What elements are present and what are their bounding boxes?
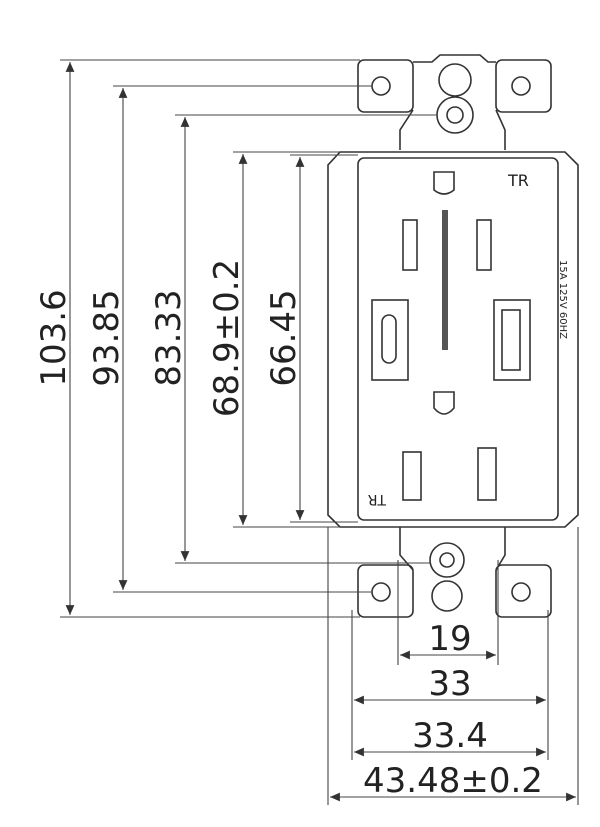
vertical-dimensions: 103.6 93.85 83.33 68.9±0.2 66.45	[34, 62, 305, 615]
receptacle-body: TR TR 15A 125V 60HZ	[327, 151, 579, 528]
tr-label-top: TR	[507, 171, 529, 190]
rating-label: 15A 125V 60HZ	[557, 260, 568, 339]
extension-lines	[60, 59, 579, 805]
dim-103-6: 103.6	[34, 289, 74, 386]
dim-19: 19	[428, 619, 471, 659]
dim-33: 33	[428, 664, 471, 704]
dim-33-4: 33.4	[412, 716, 488, 756]
dim-43-48: 43.48±0.2	[363, 761, 543, 801]
horizontal-dimensions: 19 33 33.4 43.48±0.2	[330, 619, 576, 802]
tr-label-bottom: TR	[367, 491, 387, 507]
dim-83-33: 83.33	[149, 289, 189, 386]
top-mounting-strap	[357, 54, 552, 150]
dim-68-9: 68.9±0.2	[207, 259, 247, 417]
bottom-mounting-strap	[357, 527, 552, 618]
dim-93-85: 93.85	[87, 289, 127, 386]
dim-66-45: 66.45	[264, 289, 304, 386]
